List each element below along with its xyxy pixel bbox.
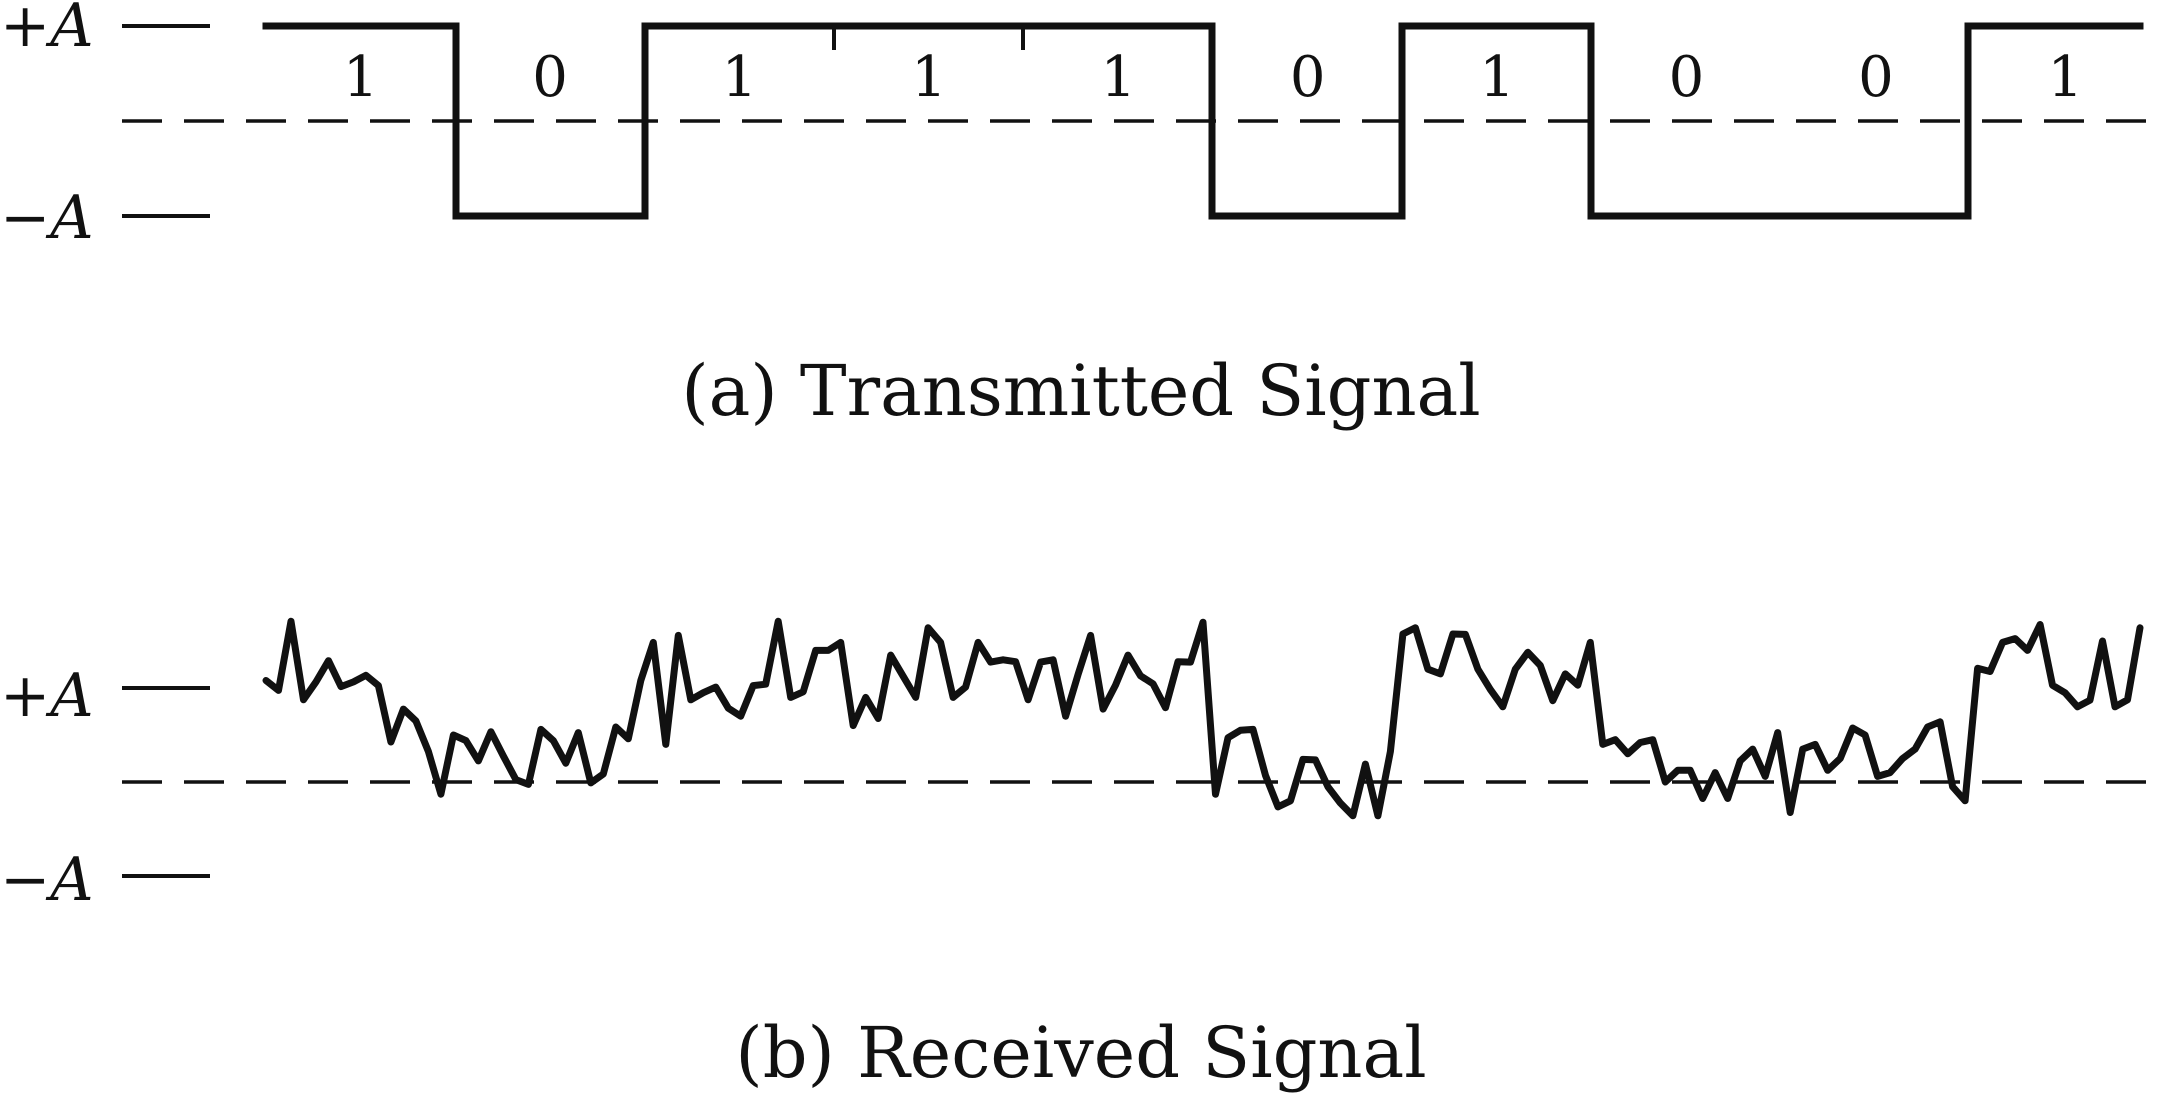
- received-panel: +A −A (b) Received Signal: [0, 617, 2162, 1094]
- transmitted-waveform: [262, 22, 2144, 220]
- plus-a-var: A: [45, 0, 93, 61]
- bit-label: 1: [911, 45, 947, 110]
- bit-label: 0: [1669, 45, 1705, 110]
- minus-a-label-bottom: −A: [0, 845, 94, 915]
- received-caption: (b) Received Signal: [735, 1012, 1426, 1094]
- plus-a-label-bottom: +A: [0, 661, 94, 731]
- received-waveform: [262, 617, 2144, 820]
- bit-labels: 1 0 1 1 1 0 1 0 0 1: [343, 45, 2083, 110]
- bit-label: 0: [1858, 45, 1894, 110]
- bit-label: 0: [532, 45, 568, 110]
- bit-label: 1: [2047, 45, 2083, 110]
- plus-a-label-top: +A: [0, 0, 94, 61]
- bit-label: 1: [1479, 45, 1515, 110]
- bit-label: 0: [1290, 45, 1326, 110]
- bit-label: 1: [1100, 45, 1136, 110]
- minus-a-label-top: −A: [0, 183, 94, 253]
- transmitted-panel: +A −A 1 0 1 1 1 0 1 0 0 1 (a) Transmitted Signal: [0, 0, 2162, 432]
- bit-label: 1: [722, 45, 758, 110]
- transmitted-caption: (a) Transmitted Signal: [681, 350, 1480, 432]
- bit-label: 1: [343, 45, 379, 110]
